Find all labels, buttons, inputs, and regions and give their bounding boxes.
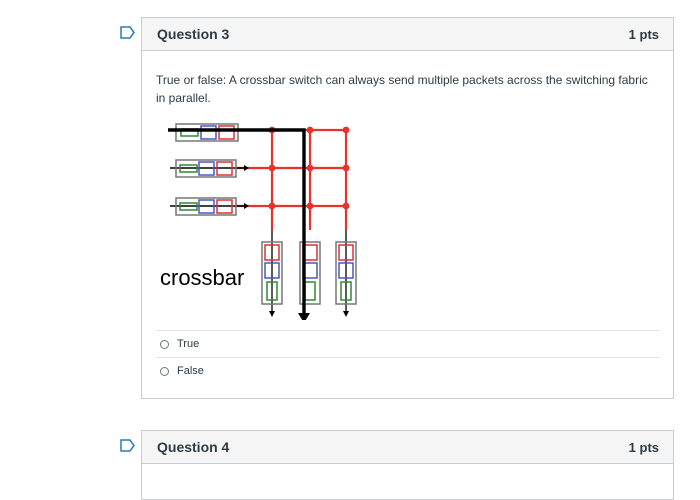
output-queue-3 [335,230,357,317]
flag-question-icon[interactable] [120,439,135,452]
question-card-3: Question 3 1 pts True or false: A crossb… [141,17,674,399]
answer-option-false[interactable]: False [156,357,660,384]
question-text: True or false: A crossbar switch can alw… [156,73,648,105]
highlighted-packet-path [168,128,310,320]
answer-label: True [177,338,200,350]
answer-list: True False [156,330,660,384]
answer-label: False [177,365,204,377]
question-points: 1 pts [628,439,659,455]
question-title: Question 3 [157,26,230,42]
crosspoint-dots [268,126,350,210]
answer-option-true[interactable]: True [156,330,660,357]
input-queue-1 [175,123,239,142]
radio-true[interactable] [160,339,169,349]
crossbar-switch-diagram: crossbar [160,123,357,320]
question-header: Question 4 1 pts [142,431,673,464]
flag-question-icon[interactable] [120,26,135,39]
question-card-4: Question 4 1 pts [141,430,674,500]
question-points: 1 pts [628,26,659,42]
question-title: Question 4 [157,439,230,455]
input-queue-2 [170,159,249,178]
question-header: Question 3 1 pts [142,18,673,51]
input-queue-3 [170,197,249,216]
radio-false[interactable] [160,366,169,376]
crossbar-label: crossbar [160,265,244,290]
output-queue-1 [261,230,283,317]
